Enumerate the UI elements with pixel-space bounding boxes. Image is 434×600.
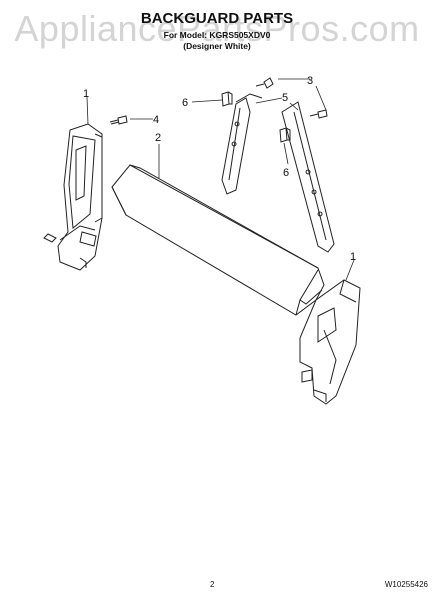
- callout-6-upper: 6: [182, 97, 188, 109]
- leader-lines: [86, 78, 355, 281]
- callout-6-lower: 6: [283, 167, 289, 179]
- color-subtitle: (Designer White): [183, 41, 251, 51]
- left-end-cap: [43, 123, 103, 271]
- page-number: 2: [210, 580, 215, 589]
- clip-6-upper: [221, 91, 233, 107]
- right-end-cap: [299, 279, 361, 405]
- callout-3: 3: [307, 75, 313, 87]
- callout-1-right: 1: [350, 251, 356, 263]
- left-upright-bracket: [221, 93, 263, 195]
- document-number: W10255426: [384, 580, 428, 589]
- callout-2: 2: [155, 132, 161, 144]
- right-upright-bracket: [281, 101, 335, 253]
- model-subtitle: For Model: KGRS505XDV0: [163, 30, 271, 40]
- callout-1-left: 1: [83, 88, 89, 100]
- screw-4: [109, 115, 128, 125]
- callout-4: 4: [153, 114, 159, 126]
- clip-6-lower: [279, 127, 291, 143]
- backguard-panel: [111, 164, 325, 316]
- screw-3-lower: [309, 109, 328, 119]
- screw-3-upper: [255, 77, 274, 89]
- page-title: BACKGUARD PARTS: [140, 10, 294, 27]
- callout-5: 5: [282, 92, 288, 104]
- watermark: AppliancePartsPros.com: [14, 8, 420, 49]
